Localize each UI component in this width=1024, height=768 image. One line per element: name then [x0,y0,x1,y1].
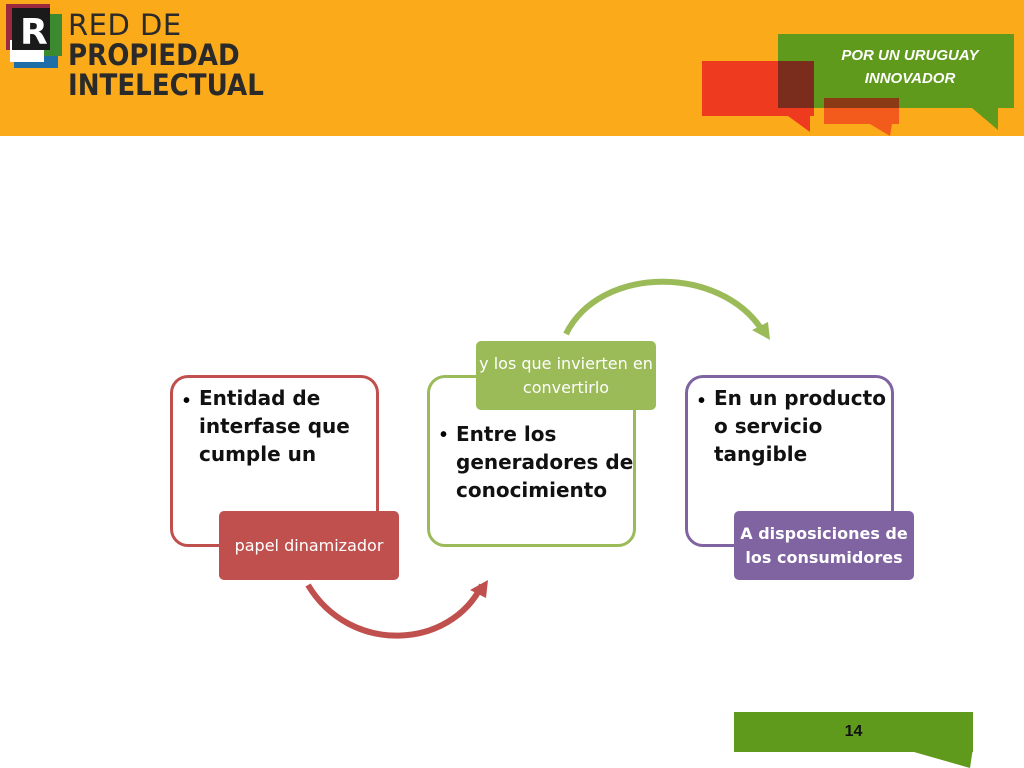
bullet: • [440,424,448,446]
footer-tail-icon [900,748,973,768]
box-2-text: Entre los generadores de conocimiento [456,422,634,502]
arrow-red-head [470,580,488,598]
page-number: 14 [844,723,863,740]
logo-icon: R [6,4,62,68]
arrow-green-head [752,322,770,340]
box-3-text: En un producto o servicio tangible [714,386,886,466]
arrow-red [305,583,485,639]
bullet: • [698,390,706,412]
box-3-label: A disposiciones de los consumidores [734,511,914,580]
logo-line-2: PROPIEDAD [68,38,240,72]
slogan-line-2: INNOVADOR [864,70,956,87]
slogan: POR UN URUGUAY INNOVADOR [810,44,1010,90]
logo-line-3: INTELECTUAL [68,68,264,102]
page-number-bar: 14 [734,712,973,752]
logo-wordmark: RED DE PROPIEDAD INTELECTUAL [68,10,286,100]
box-1-label: papel dinamizador [219,511,399,580]
speech-bubbles-icon [702,34,1014,136]
logo-line-1: RED DE [68,8,182,42]
bullet: • [183,390,191,412]
slogan-line-1: POR UN URUGUAY [841,47,979,64]
box-1-text: Entidad de interfase que cumple un [199,386,350,466]
arrow-green [563,278,765,336]
header-banner: R RED DE PROPIEDAD INTELECTUAL POR UN UR… [0,0,1024,136]
svg-text:R: R [20,12,48,53]
box-2-label: y los que invierten en convertirlo [476,341,656,410]
